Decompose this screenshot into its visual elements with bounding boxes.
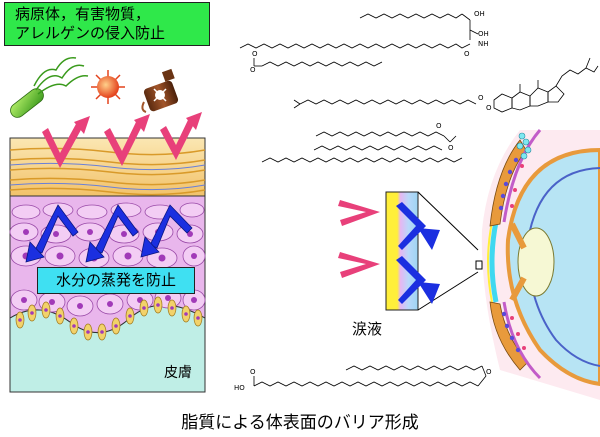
chem-label-ester1-o: O — [252, 50, 258, 58]
chem-label-chol-o2: O — [486, 104, 492, 112]
chem-label-acid-ho: HO — [234, 384, 245, 392]
moisture-label: 水分の蒸発を防止 — [37, 267, 195, 294]
title-line-2: アレルゲンの侵入防止 — [15, 24, 166, 42]
tear-blue-arrows — [396, 202, 440, 304]
corneum-lamellae — [9, 147, 206, 196]
eye-lens — [517, 227, 555, 297]
chem-label-wax-o2: O — [448, 144, 454, 152]
virus-icon — [91, 70, 125, 104]
chem-label-acid-o2: O — [486, 368, 492, 376]
chem-structures — [239, 13, 599, 387]
chem-label-acid-o: O — [250, 368, 256, 376]
chem-label-nh: NH — [478, 40, 489, 48]
poison-bottle-icon — [141, 68, 179, 113]
skin-blue-arrows — [25, 204, 193, 263]
skin-label: 皮膚 — [164, 365, 192, 381]
figure-caption: 脂質による体表面のバリア形成 — [181, 413, 419, 433]
eye-cross-section — [481, 129, 600, 400]
tears-label: 涙液 — [352, 320, 383, 338]
chem-label-oh1: OH — [474, 10, 485, 18]
tear-film-panel — [338, 191, 483, 311]
chem-label-oh2: OH — [478, 30, 489, 38]
skin-cross-section — [9, 112, 206, 393]
chem-label-chol-o: O — [478, 94, 484, 102]
title-box: 病原体，有害物質， アレルゲンの侵入防止 — [4, 2, 210, 46]
skin-pink-arrows — [42, 112, 202, 168]
tear-pink-arrows — [338, 200, 380, 278]
chem-label-wax-o: O — [436, 122, 442, 130]
bacteria-icon — [10, 57, 89, 118]
title-line-1: 病原体，有害物質， — [15, 5, 151, 23]
chem-atom-labels: OH OH NH O O O O O O O HO O O — [234, 10, 492, 392]
chem-label-ester1-o2: O — [250, 66, 256, 74]
chem-label-o-amide: O — [464, 50, 470, 58]
lacrimal-gland — [516, 132, 532, 160]
